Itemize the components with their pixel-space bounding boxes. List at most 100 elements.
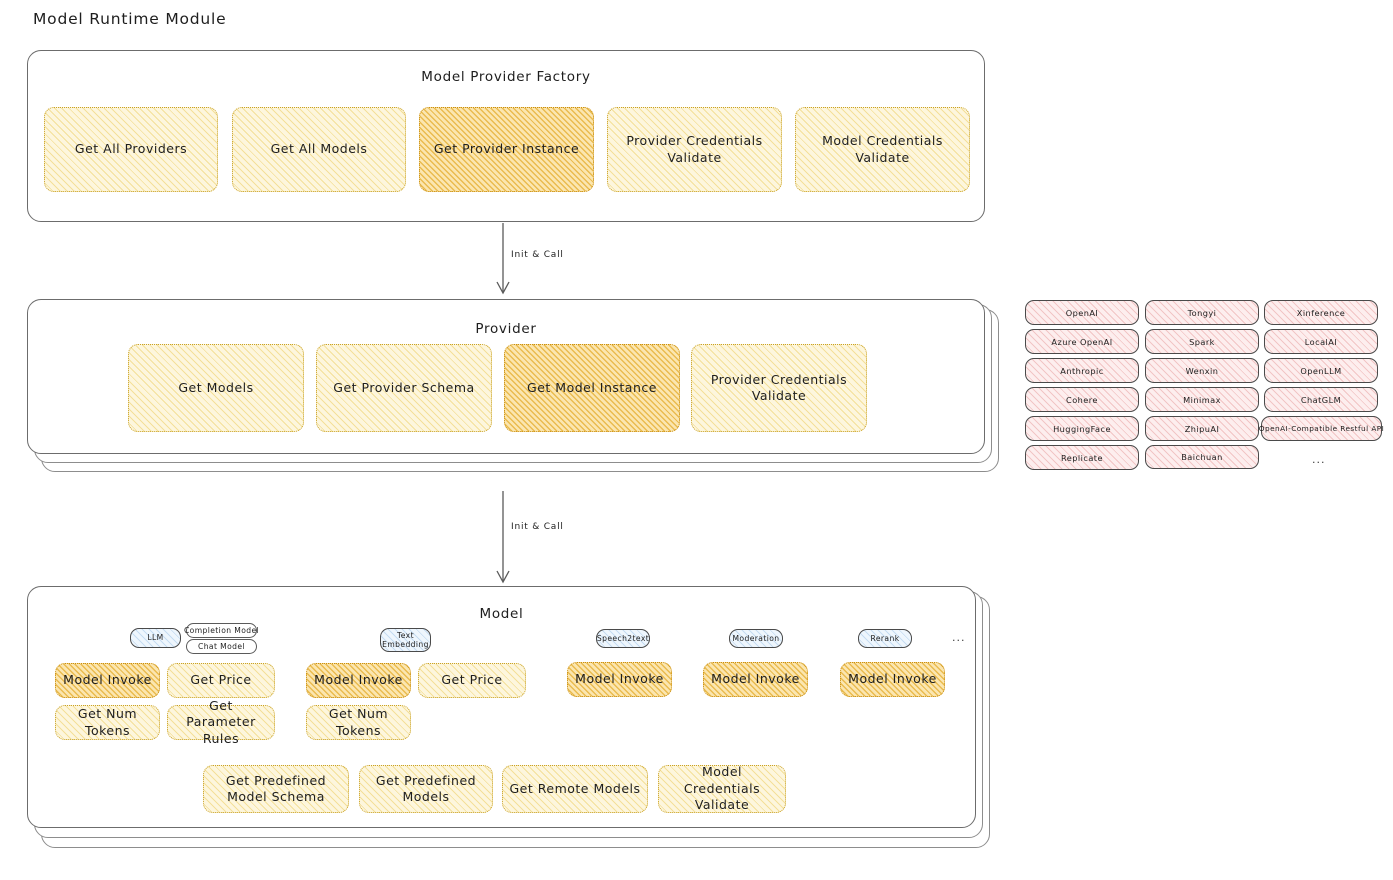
node-get-models[interactable]: Get Models [128,344,304,432]
node-label: Model Credentials Validate [683,764,761,813]
node-label: Get Parameter Rules [186,697,256,746]
provider-pill[interactable]: ZhipuAI [1145,416,1259,441]
provider-pill[interactable]: Azure OpenAI [1025,329,1139,354]
arrow-line-icon [496,223,510,295]
node-label: Get All Models [270,141,368,157]
provider-pill[interactable]: Xinference [1264,300,1378,325]
provider-pill[interactable]: OpenAI-Compatible Restful API [1258,416,1385,441]
node-label: Model Invoke [848,671,937,687]
node-model-invoke-llm[interactable]: Model Invoke [55,663,160,698]
provider-pill-label: HuggingFace [1053,423,1111,434]
node-label: Get All Providers [74,141,188,157]
badge-label: Chat Model [198,642,245,651]
model-subtype-chat-model[interactable]: Chat Model [186,639,257,654]
provider-pill[interactable]: Cohere [1025,387,1139,412]
badge-label: Rerank [870,633,900,643]
provider-pill[interactable]: ChatGLM [1264,387,1378,412]
node-get-model-instance[interactable]: Get Model Instance [504,344,680,432]
provider-pill[interactable]: OpenAI [1025,300,1139,325]
node-label: Get Price [190,672,252,688]
node-get-price-text-embedding[interactable]: Get Price [418,663,526,698]
model-type-badge-llm[interactable]: LLM [130,628,181,648]
model-type-badge-rerank[interactable]: Rerank [858,629,912,648]
badge-label: Completion Model [183,626,260,635]
node-get-num-tokens-text-embedding[interactable]: Get Num Tokens [306,705,411,740]
node-label: Get Price [441,672,503,688]
node-label: Get Model Instance [527,379,657,395]
provider-pill-label: Azure OpenAI [1051,336,1113,347]
arrow-label: Init & Call [508,522,567,532]
arrow-factory-to-provider: Init & Call [470,222,590,296]
provider-pill-label: Xinference [1296,307,1346,318]
node-label: Model Invoke [575,671,664,687]
provider-pill-label: Anthropic [1060,365,1104,376]
badge-label: LLM [147,633,164,643]
provider-pill-label: ChatGLM [1300,394,1342,405]
node-model-invoke-rerank[interactable]: Model Invoke [840,662,945,697]
provider-pill[interactable]: Wenxin [1145,358,1259,383]
node-model-credentials-validate[interactable]: Model Credentials Validate [795,107,970,192]
node-provider-credentials-validate[interactable]: Provider Credentials Validate [607,107,782,192]
provider-pill[interactable]: HuggingFace [1025,416,1139,441]
model-type-badge-speech2text[interactable]: Speech2text [596,629,650,648]
node-get-predefined-model-schema[interactable]: Get Predefined Model Schema [203,765,349,813]
model-provider-factory-title: Model Provider Factory [421,69,591,85]
node-model-invoke-text-embedding[interactable]: Model Invoke [306,663,411,698]
arrow-line-icon [496,491,510,584]
provider-list-more: ... [1312,453,1326,466]
node-label: Model Invoke [314,672,403,688]
node-get-price-llm[interactable]: Get Price [167,663,275,698]
node-label: Model Invoke [711,671,800,687]
provider-pill-label: Cohere [1066,394,1098,405]
node-get-all-providers[interactable]: Get All Providers [44,107,218,192]
badge-label: Speech2text [596,633,650,643]
node-label: Get Predefined Models [375,772,477,805]
node-label: Provider Credentials Validate [626,133,763,165]
provider-pill-label: OpenAI-Compatible Restful API [1258,424,1385,433]
provider-pill[interactable]: LocalAI [1264,329,1378,354]
node-get-parameter-rules-llm[interactable]: Get Parameter Rules [167,698,275,746]
provider-pill[interactable]: Baichuan [1145,445,1259,469]
provider-pill[interactable]: Anthropic [1025,358,1139,383]
provider-pill[interactable]: Spark [1145,329,1259,354]
provider-pill-label: Spark [1189,336,1215,347]
provider-pill-label: Replicate [1061,452,1103,463]
node-label: Provider Credentials Validate [710,371,848,404]
provider-pill[interactable]: Replicate [1025,445,1139,470]
node-label: Get Models [178,379,254,395]
node-provider-credentials-validate-2[interactable]: Provider Credentials Validate [691,344,867,432]
provider-pill[interactable]: Tongyi [1145,300,1259,325]
arrow-label: Init & Call [508,250,567,260]
node-label: Get Provider Instance [433,141,580,157]
node-label: Get Num Tokens [77,706,138,738]
node-get-predefined-models[interactable]: Get Predefined Models [359,765,493,813]
node-model-invoke-speech2text[interactable]: Model Invoke [567,662,672,697]
model-type-badge-moderation[interactable]: Moderation [729,629,783,648]
badge-label: Moderation [732,633,780,643]
model-type-badge-text-embedding[interactable]: Text Embedding [380,628,431,652]
model-types-more: ... [952,631,966,644]
node-label: Model Invoke [63,672,152,688]
arrow-provider-to-model: Init & Call [470,490,590,586]
node-label: Get Provider Schema [333,379,475,395]
provider-pill-label: Wenxin [1185,365,1219,376]
provider-pill-label: OpenLLM [1300,365,1342,376]
provider-pill[interactable]: OpenLLM [1264,358,1378,383]
node-label: Model Credentials Validate [822,133,943,165]
page-title: Model Runtime Module [33,10,227,28]
provider-pill-label: Minimax [1183,394,1221,405]
node-label: Get Num Tokens [328,706,389,738]
node-get-remote-models[interactable]: Get Remote Models [502,765,648,813]
node-get-provider-schema[interactable]: Get Provider Schema [316,344,492,432]
node-get-all-models[interactable]: Get All Models [232,107,406,192]
model-subtype-completion-model[interactable]: Completion Model [183,623,260,638]
node-model-invoke-moderation[interactable]: Model Invoke [703,662,808,697]
node-label: Get Predefined Model Schema [225,772,327,805]
node-get-num-tokens-llm[interactable]: Get Num Tokens [55,705,160,740]
provider-pill[interactable]: Minimax [1145,387,1259,412]
model-title: Model [479,606,524,622]
node-model-credentials-validate-model[interactable]: Model Credentials Validate [658,764,786,813]
node-get-provider-instance[interactable]: Get Provider Instance [419,107,594,192]
provider-pill-label: LocalAI [1304,336,1338,347]
